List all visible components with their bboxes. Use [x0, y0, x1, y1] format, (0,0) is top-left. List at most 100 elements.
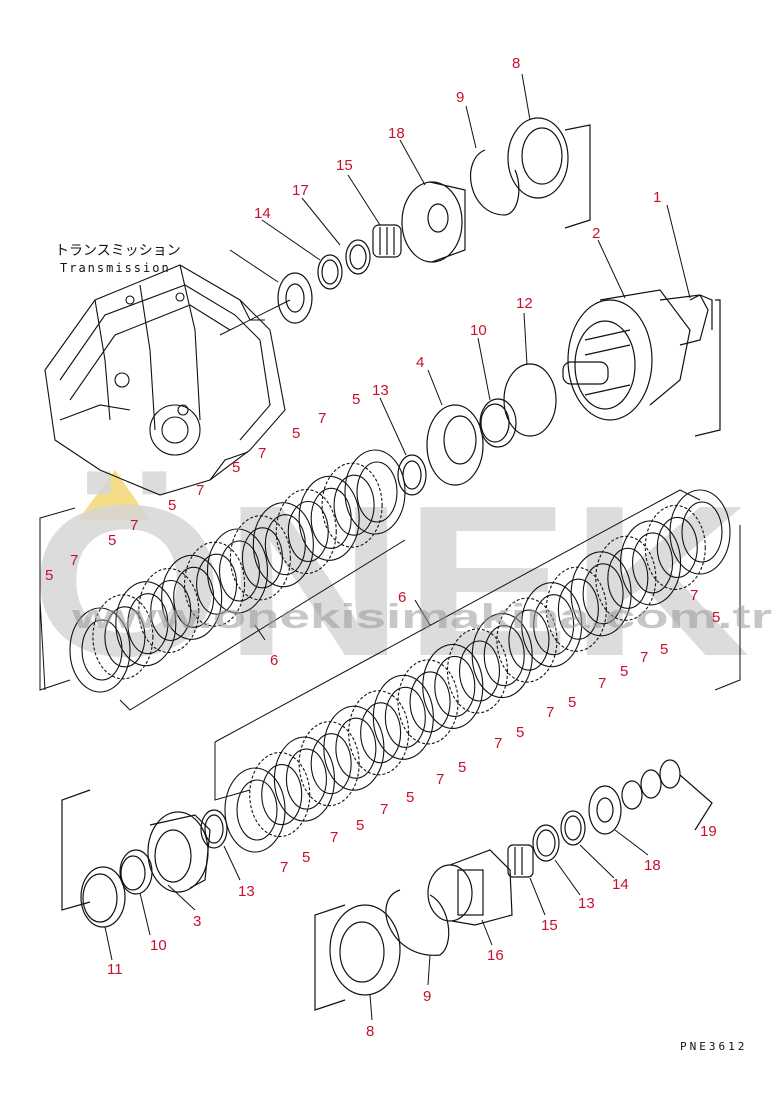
clutch-disc	[184, 541, 246, 627]
clutch-disc	[669, 489, 731, 575]
clutch-disc	[249, 752, 311, 838]
clutch-disc	[496, 597, 558, 683]
callout-9: 9	[456, 89, 464, 106]
callout-7: 7	[436, 771, 444, 788]
callout-5: 5	[292, 425, 300, 442]
clutch-disc	[570, 551, 632, 637]
callout-7: 7	[640, 649, 648, 666]
clutch-disc	[397, 659, 459, 745]
clutch-disc-bore	[483, 625, 525, 687]
callout-7: 7	[380, 801, 388, 818]
clutch-disc	[275, 488, 337, 575]
callout-5: 5	[712, 609, 720, 626]
callout-15: 15	[541, 917, 558, 934]
clutch-disc-bore	[681, 501, 723, 563]
callout-5: 5	[458, 759, 466, 776]
clutch-disc	[644, 504, 706, 590]
clutch-disc-bore	[607, 547, 649, 609]
callout-6: 6	[398, 589, 406, 606]
clutch-disc	[252, 502, 314, 588]
clutch-disc	[422, 643, 484, 729]
callout-19: 19	[700, 823, 717, 840]
clutch-disc-bore	[656, 516, 698, 578]
watermark-accent	[78, 470, 150, 520]
callout-12: 12	[516, 295, 533, 312]
callout-7: 7	[280, 859, 288, 876]
pack-brackets	[39, 489, 741, 801]
callout-13: 13	[238, 883, 255, 900]
clutch-disc-bore	[310, 733, 352, 795]
lower-parts	[61, 759, 713, 1011]
clutch-disc-bore	[356, 461, 398, 523]
clutch-disc-bore	[508, 609, 550, 671]
callout-5: 5	[45, 567, 53, 584]
callout-5: 5	[406, 789, 414, 806]
callout-7: 7	[598, 675, 606, 692]
part-callouts: 1248910121314151718575757575756657575757…	[45, 55, 720, 1040]
callout-7: 7	[330, 829, 338, 846]
callout-5: 5	[356, 817, 364, 834]
callout-7: 7	[546, 704, 554, 721]
callout-14: 14	[254, 205, 271, 222]
callout-7: 7	[690, 587, 698, 604]
callout-9: 9	[423, 988, 431, 1005]
callout-18: 18	[644, 857, 661, 874]
callout-7: 7	[130, 517, 138, 534]
clutch-disc	[521, 582, 583, 668]
callout-5: 5	[302, 849, 310, 866]
clutch-disc-bore	[533, 594, 575, 656]
clutch-disc-bore	[360, 702, 402, 764]
callout-16: 16	[487, 947, 504, 964]
callout-5: 5	[352, 391, 360, 408]
callout-13: 13	[578, 895, 595, 912]
clutch-disc	[92, 594, 154, 680]
callout-6: 6	[270, 652, 278, 669]
clutch-pack-right	[224, 489, 731, 853]
clutch-disc	[69, 607, 131, 693]
clutch-disc	[229, 515, 291, 601]
figure-code: PNE3612	[680, 1040, 747, 1053]
top-parts	[277, 117, 591, 324]
clutch-disc	[298, 475, 360, 561]
callout-8: 8	[366, 1023, 374, 1040]
clutch-disc	[446, 628, 509, 714]
clutch-disc	[372, 674, 434, 760]
clutch-disc-bore	[434, 655, 476, 717]
callout-7: 7	[258, 445, 266, 462]
callout-5: 5	[232, 459, 240, 476]
clutch-disc-bore	[236, 779, 278, 841]
clutch-disc	[595, 535, 657, 621]
clutch-disc-bore	[409, 671, 451, 733]
clutch-disc	[620, 520, 682, 606]
callout-7: 7	[494, 735, 502, 752]
callout-5: 5	[620, 663, 628, 680]
callout-10: 10	[150, 937, 167, 954]
callout-7: 7	[70, 552, 78, 569]
clutch-disc	[298, 721, 360, 807]
clutch-disc	[471, 613, 533, 699]
title-japanese: トランスミッション	[55, 243, 181, 259]
clutch-disc	[115, 581, 177, 667]
callout-5: 5	[108, 532, 116, 549]
clutch-disc	[224, 767, 286, 853]
clutch-pack-left	[69, 449, 406, 693]
clutch-disc-bore	[632, 532, 674, 594]
shaft-assembly	[562, 289, 721, 437]
callout-2: 2	[592, 225, 600, 242]
clutch-disc	[273, 736, 335, 822]
clutch-disc	[161, 554, 223, 640]
clutch-disc-bore	[335, 717, 377, 779]
callout-14: 14	[612, 876, 629, 893]
callout-15: 15	[336, 157, 353, 174]
clutch-disc-bore	[261, 764, 303, 826]
callout-8: 8	[512, 55, 520, 72]
clutch-disc	[545, 566, 607, 652]
callout-13: 13	[372, 382, 389, 399]
clutch-disc	[206, 528, 269, 614]
clutch-disc	[138, 567, 200, 654]
clutch-disc-bore	[557, 578, 599, 640]
clutch-disc-bore	[458, 640, 501, 702]
callout-7: 7	[196, 482, 204, 499]
transmission-case	[44, 264, 286, 496]
callout-4: 4	[416, 354, 424, 371]
